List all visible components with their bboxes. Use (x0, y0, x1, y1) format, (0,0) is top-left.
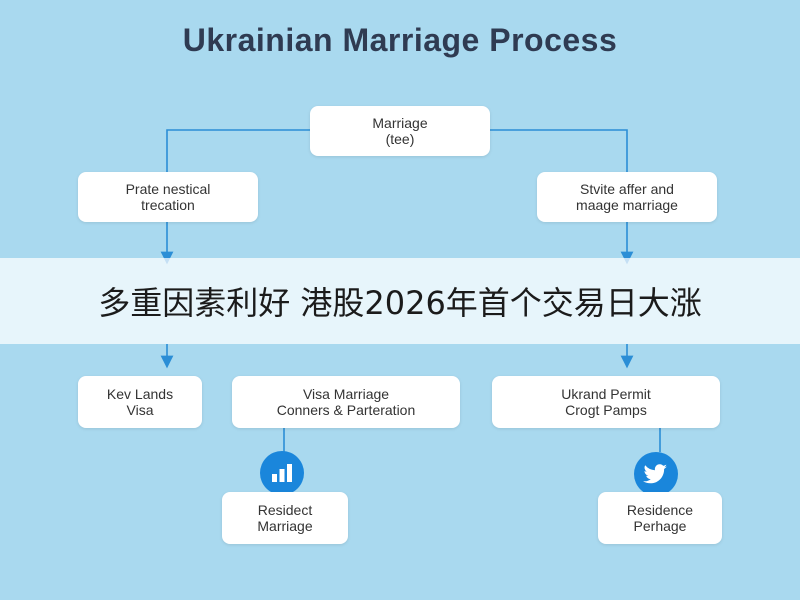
node-line2: Conners & Parteration (276, 402, 416, 418)
node-line2: Crogt Pamps (565, 402, 647, 418)
link-top-right (490, 129, 628, 172)
headline-banner: 多重因素利好 港股2026年首个交易日大涨 (0, 258, 800, 344)
node-line2: Perhage (633, 518, 687, 534)
node-line1: Marriage (372, 115, 428, 131)
node-bottom-right: Residence Perhage (598, 492, 722, 544)
node-line1: Residect (257, 502, 313, 518)
node-line1: Kev Lands (106, 386, 174, 402)
node-line2: Marriage (257, 518, 313, 534)
node-line2: maage marriage (576, 197, 678, 213)
node-left-2: Kev Lands Visa (78, 376, 202, 428)
node-line1: Residence (626, 502, 694, 518)
node-line2: trecation (141, 197, 195, 213)
node-line1: Prate nestical (125, 181, 211, 197)
link-top-left (166, 129, 310, 172)
diagram-title: Ukrainian Marriage Process (182, 22, 618, 58)
node-right-1: Stvite affer and maage marriage (537, 172, 717, 222)
node-line2: (tee) (385, 131, 415, 147)
node-line1: Stvite affer and (580, 181, 674, 197)
node-center-2: Visa Marriage Conners & Parteration (232, 376, 460, 428)
node-line2: Visa (126, 402, 154, 418)
bird-icon (634, 452, 678, 496)
node-line1: Visa Marriage (302, 386, 390, 402)
node-left-1: Prate nestical trecation (78, 172, 258, 222)
node-right-2: Ukrand Permit Crogt Pamps (492, 376, 720, 428)
node-bottom-mid: Residect Marriage (222, 492, 348, 544)
node-line1: Ukrand Permit (561, 386, 651, 402)
headline-text: 多重因素利好 港股2026年首个交易日大涨 (98, 284, 702, 322)
bar-chart-icon (260, 451, 304, 495)
node-marriage-top: Marriage (tee) (310, 106, 490, 156)
